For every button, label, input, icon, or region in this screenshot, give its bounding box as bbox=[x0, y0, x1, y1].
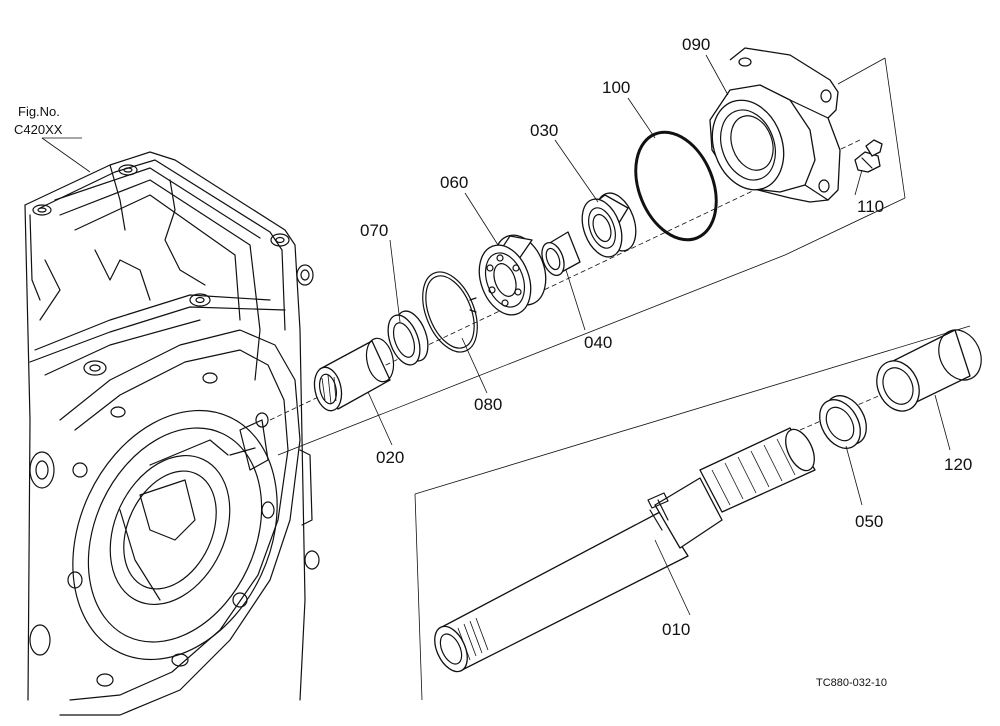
label-120: 120 bbox=[944, 455, 972, 474]
fig-number: C420XX bbox=[14, 122, 63, 137]
leader-lines bbox=[367, 54, 951, 616]
label-030: 030 bbox=[530, 121, 558, 140]
transmission-housing bbox=[24, 151, 320, 716]
drawing-code: TC880-032-10 bbox=[816, 677, 887, 689]
label-110: 110 bbox=[857, 197, 884, 216]
part-030-seal bbox=[581, 192, 637, 258]
part-050-seal-ring bbox=[819, 395, 867, 449]
label-090: 090 bbox=[682, 35, 710, 54]
label-060: 060 bbox=[440, 173, 468, 192]
label-040: 040 bbox=[584, 333, 612, 352]
assembly-frame bbox=[277, 57, 971, 701]
part-120-sleeve bbox=[876, 329, 982, 412]
part-060-ball-bearing bbox=[478, 234, 547, 316]
fig-label: Fig.No. bbox=[18, 104, 60, 119]
label-080: 080 bbox=[474, 395, 502, 414]
part-020-needle-bearing bbox=[313, 337, 395, 412]
part-080-snap-ring bbox=[422, 271, 478, 353]
label-020: 020 bbox=[376, 448, 404, 467]
part-040-collar bbox=[541, 231, 581, 276]
label-050: 050 bbox=[855, 512, 883, 531]
part-090-bearing-case bbox=[709, 47, 841, 203]
label-070: 070 bbox=[360, 221, 388, 240]
part-110-grease-fitting bbox=[854, 139, 883, 173]
label-100: 100 bbox=[602, 78, 630, 97]
part-100-o-ring bbox=[634, 130, 718, 242]
part-010-pto-shaft bbox=[434, 427, 816, 673]
label-010: 010 bbox=[662, 620, 690, 639]
part-070-oil-seal bbox=[387, 310, 429, 366]
